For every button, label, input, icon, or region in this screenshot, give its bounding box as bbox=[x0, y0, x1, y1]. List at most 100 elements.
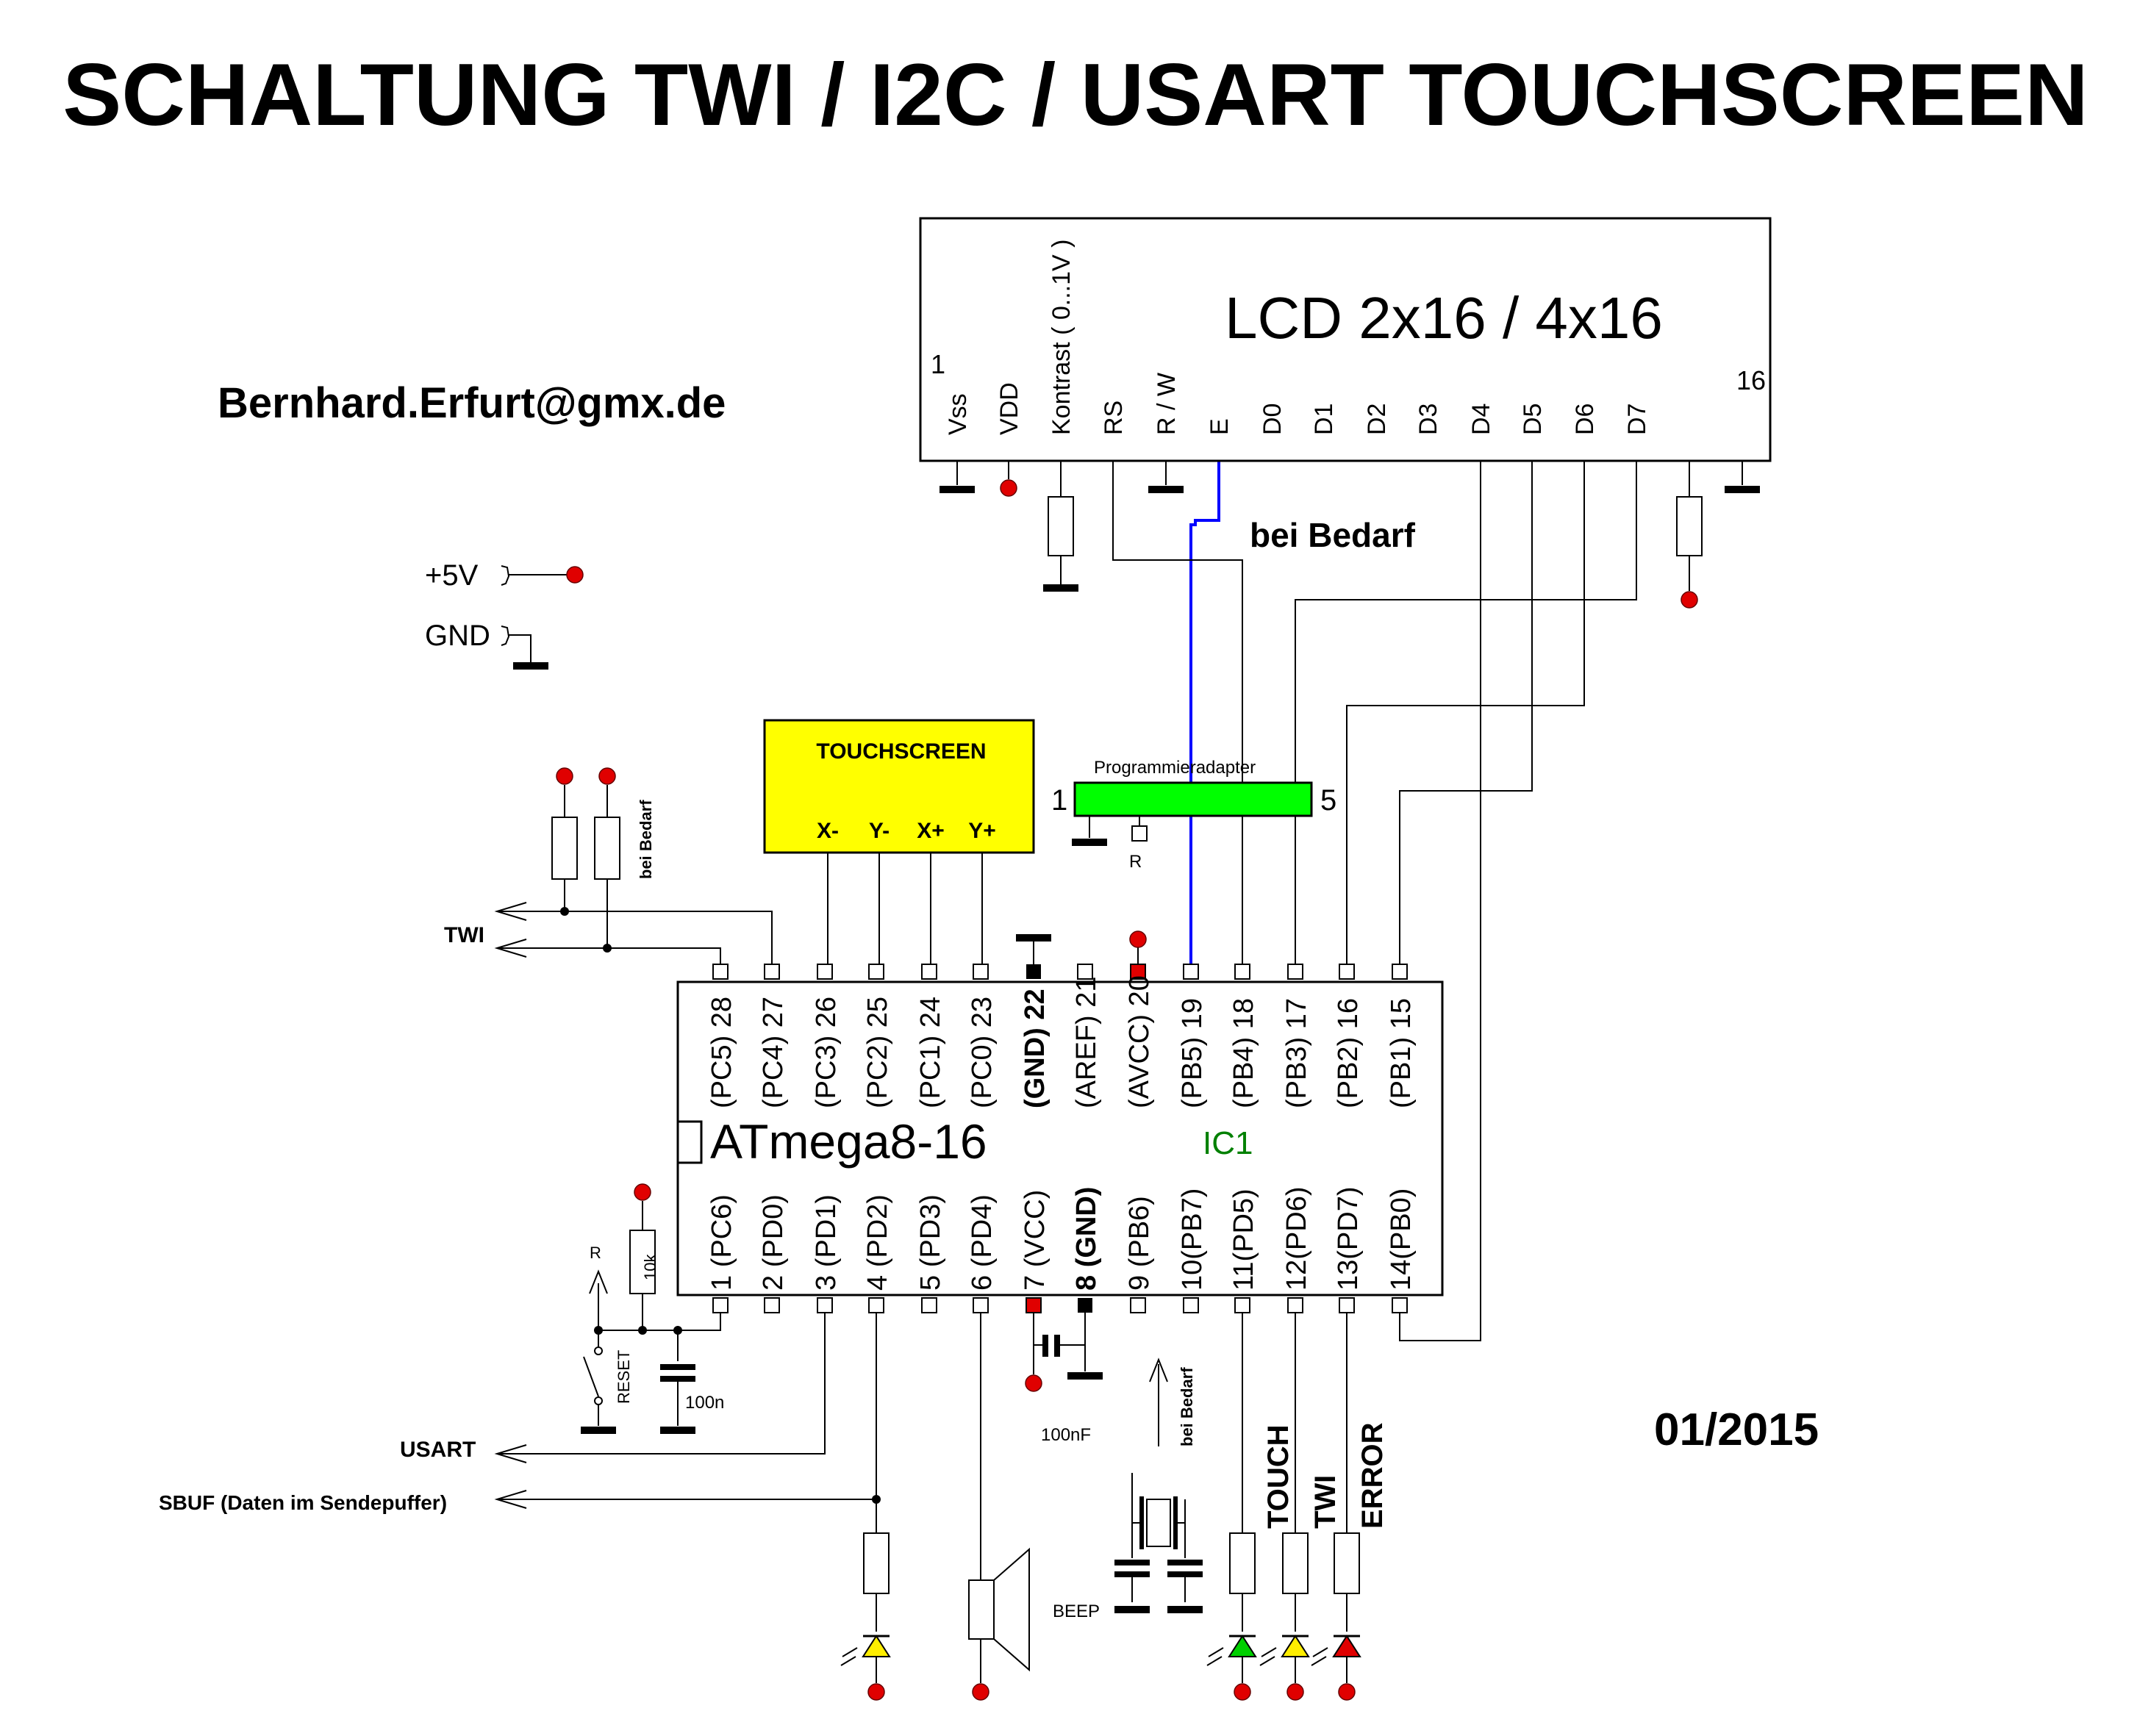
error-led-icon bbox=[1332, 1635, 1361, 1657]
led-twi-label: TWI bbox=[1309, 1475, 1342, 1529]
vcc-capacitor-plate bbox=[1054, 1335, 1060, 1357]
mcu-name: ATmega8-16 bbox=[710, 1114, 987, 1169]
mcu-top-pin-pad bbox=[1234, 964, 1250, 980]
junction-dot bbox=[872, 1495, 881, 1504]
mcu-notch bbox=[676, 1120, 703, 1164]
junction-dot bbox=[673, 1326, 682, 1335]
sbuf-led-icon-ray bbox=[840, 1656, 856, 1666]
reset-capacitor bbox=[660, 1364, 695, 1370]
lcd-pin-label: D0 bbox=[1259, 403, 1286, 435]
lcd-pin-label: Kontrast ( 0...1V ) bbox=[1048, 240, 1076, 435]
twi-sda-arrow bbox=[494, 939, 527, 958]
led-error-label: ERROR bbox=[1356, 1422, 1389, 1529]
error-led-resistor bbox=[1334, 1532, 1360, 1594]
rs-wire bbox=[1112, 459, 1243, 964]
sbuf-led-icon bbox=[862, 1635, 891, 1657]
rw-ground bbox=[1148, 486, 1184, 493]
mcu-ref: IC1 bbox=[1203, 1125, 1253, 1161]
gnd-label: GND bbox=[425, 620, 490, 652]
touchscreen-title: TOUCHSCREEN bbox=[816, 739, 986, 764]
mcu-bottom-pin-label: 1 (PC6) bbox=[706, 1194, 737, 1291]
touch-pin-labels: X-Y-X+Y+ bbox=[817, 819, 996, 843]
mcu-bottom-pin-label: 6 (PD4) bbox=[967, 1194, 998, 1291]
xtal-ground bbox=[1114, 1606, 1150, 1613]
vcc-cap-label: 100nF bbox=[1041, 1425, 1091, 1445]
mcu-top-pin-label: (PC4) 27 bbox=[758, 997, 789, 1108]
mcu-top-pin-pad bbox=[1077, 964, 1093, 980]
mcu-bottom-pin-pad bbox=[817, 1297, 833, 1313]
reset-resistor bbox=[629, 1230, 656, 1294]
title: SCHALTUNG TWI / I2C / USART TOUCHSCREEN bbox=[62, 46, 2089, 144]
mcu-bottom-pin-pad bbox=[973, 1297, 989, 1313]
mcu-bottom-pin-pad bbox=[1339, 1297, 1355, 1313]
lcd-pin-first: 1 bbox=[931, 349, 945, 379]
mcu-top-pin-pad bbox=[921, 964, 937, 980]
speaker-cone-icon bbox=[993, 1547, 1030, 1672]
programmer-pin-last: 5 bbox=[1320, 784, 1336, 817]
twi-led-icon-ray bbox=[1261, 1647, 1277, 1657]
gnd-legend-ground bbox=[513, 662, 548, 670]
mcu-top-pin-pad bbox=[1392, 964, 1408, 980]
mcu-bottom-pin-pad bbox=[712, 1297, 729, 1313]
twi-bus-label: TWI bbox=[444, 923, 484, 947]
mcu-bottom-pin-pad bbox=[1392, 1297, 1408, 1313]
touch-led-icon-ray bbox=[1208, 1647, 1224, 1657]
pullup-supply bbox=[598, 767, 616, 785]
mcu-bottom-pin-pad bbox=[1130, 1297, 1146, 1313]
reset-supply bbox=[634, 1183, 651, 1201]
lcd-pin-label: D7 bbox=[1623, 403, 1651, 435]
contrast-resistor bbox=[1048, 496, 1074, 556]
mcu-top-pin-label: (PB4) 18 bbox=[1228, 998, 1259, 1108]
mcu-bottom-pin-label: 8 (GND) bbox=[1071, 1187, 1102, 1291]
twi-led-resistor bbox=[1282, 1532, 1309, 1594]
reset-r-arrow bbox=[589, 1269, 608, 1294]
mcu-gnd-pin-pad bbox=[1026, 964, 1041, 979]
reset-cap-label: 100n bbox=[685, 1393, 724, 1413]
xtal-ground bbox=[1167, 1606, 1203, 1613]
crystal-plate bbox=[1139, 1496, 1144, 1549]
mcu-top-pin-label: (PC0) 23 bbox=[967, 997, 998, 1108]
touch-pin-label: Y+ bbox=[968, 819, 996, 843]
vcc-capacitor bbox=[1042, 1335, 1048, 1357]
mcu-top-pin-label: (PC2) 25 bbox=[862, 997, 893, 1108]
reset-r-label: R bbox=[590, 1244, 601, 1262]
programmer-r-pad bbox=[1131, 825, 1148, 842]
twi-pullup-resistor bbox=[551, 817, 578, 880]
twi-sda-wire bbox=[497, 947, 721, 964]
pullup-supply bbox=[556, 767, 573, 785]
reset-button-contact bbox=[594, 1396, 603, 1405]
sbuf-led-icon-ray bbox=[842, 1647, 858, 1657]
contrast-ground bbox=[1043, 584, 1078, 592]
sbuf-led-supply bbox=[867, 1683, 885, 1701]
lcd-note: bei Bedarf bbox=[1250, 516, 1416, 554]
mcu-top-pin-label: (PB1) 15 bbox=[1386, 998, 1417, 1108]
junction-dot bbox=[638, 1326, 647, 1335]
mcu-top-pin-label: (AVCC) 20 bbox=[1124, 975, 1155, 1108]
vss-ground bbox=[940, 486, 975, 493]
error-led-icon-ray bbox=[1312, 1647, 1328, 1657]
mcu-top-pin-label: (GND) 22 bbox=[1020, 989, 1051, 1108]
lcd-pin-label: D4 bbox=[1467, 403, 1495, 435]
usart-arrow bbox=[494, 1444, 527, 1463]
vdd-supply bbox=[1000, 479, 1017, 497]
lcd-pin-label: Vss bbox=[944, 393, 972, 435]
touch-led-supply bbox=[1234, 1683, 1251, 1701]
lcd-pin-label: D3 bbox=[1414, 403, 1442, 435]
e-wire bbox=[1189, 459, 1220, 964]
xtal-capacitor bbox=[1167, 1560, 1203, 1565]
vcc-supply bbox=[1025, 1374, 1042, 1392]
twi-led-supply bbox=[1286, 1683, 1304, 1701]
speaker-icon bbox=[968, 1579, 995, 1640]
mcu-top-pin-label: (PB3) 17 bbox=[1281, 998, 1312, 1108]
touch-led-resistor bbox=[1229, 1532, 1256, 1594]
mcu-pin22-ground bbox=[1016, 934, 1051, 941]
date-label: 01/2015 bbox=[1654, 1405, 1819, 1455]
mcu-top-pin-pad bbox=[1183, 964, 1199, 980]
touch-pin-label: X- bbox=[817, 819, 839, 843]
touch-pin-label: X+ bbox=[917, 819, 945, 843]
sbuf-arrow bbox=[494, 1490, 527, 1509]
mcu-bottom-pin-label: 11(PD5) bbox=[1228, 1188, 1259, 1291]
reset-resistor-label: 10k bbox=[641, 1254, 659, 1280]
mcu-bottom-pin-label: 2 (PD0) bbox=[758, 1194, 789, 1291]
